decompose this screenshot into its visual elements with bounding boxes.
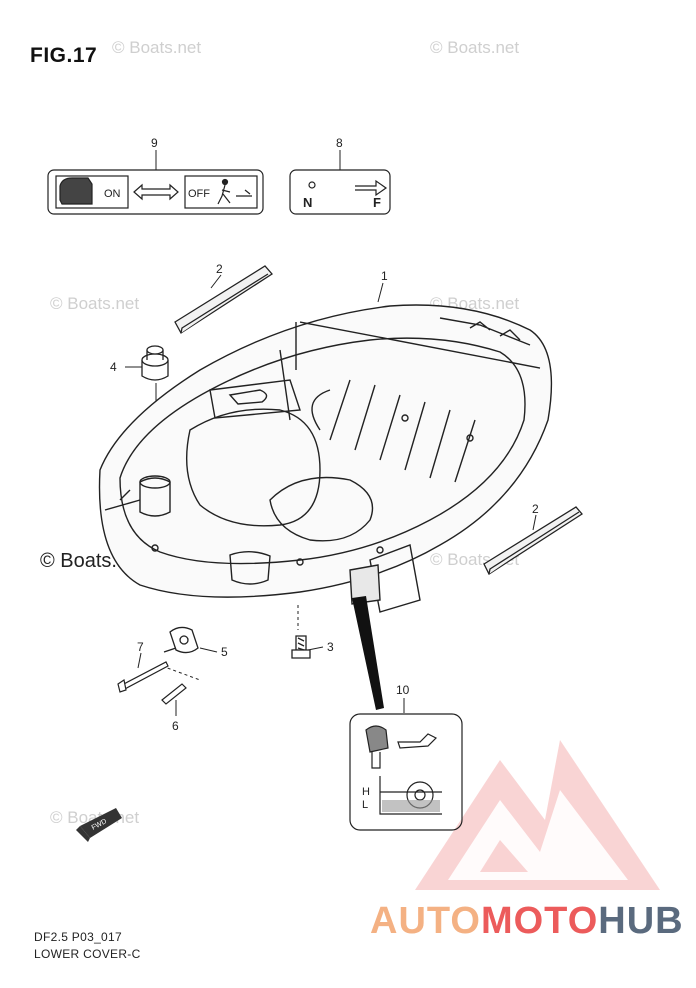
part-2-strip-lower [483, 506, 583, 575]
brand-part-1: AUTO [370, 900, 481, 942]
fwd-arrow-icon [76, 808, 122, 842]
callout-2-upper: 2 [216, 262, 223, 276]
part-7-tie-strap [117, 661, 169, 693]
figure-name: LOWER COVER-C [34, 947, 141, 961]
part-2-strip-upper [174, 265, 273, 334]
label-9-decal [47, 169, 264, 215]
label-10-low-text: L [362, 799, 368, 811]
callout-7: 7 [137, 640, 144, 654]
brand-part-3: HUB [598, 900, 684, 942]
watermark: © Boats.net [112, 38, 202, 57]
label-8-neutral-text: N [303, 195, 312, 210]
label-8-forward-text: F [373, 195, 381, 210]
part-3-bolt [291, 635, 311, 659]
part-1-lower-cover [98, 304, 553, 613]
callout-1: 1 [381, 269, 388, 283]
figure-title: FIG.17 [30, 44, 98, 67]
callout-10: 10 [396, 683, 410, 697]
label-9-off-text: OFF [188, 188, 210, 200]
callout-3: 3 [327, 640, 334, 654]
part-5-clip [163, 626, 199, 654]
brand-part-2: MOTO [480, 900, 599, 942]
part-4-knob [141, 345, 169, 381]
callout-2-lower: 2 [532, 502, 539, 516]
brand-triangle-logo [415, 740, 660, 890]
label-10-pointer [352, 596, 384, 710]
callout-5: 5 [221, 645, 228, 659]
watermark: © Boats.net [430, 38, 520, 57]
callout-8: 8 [336, 136, 343, 150]
callout-6: 6 [172, 719, 179, 733]
callout-4: 4 [110, 360, 117, 374]
label-9-on-text: ON [104, 188, 121, 200]
callout-9: 9 [151, 136, 158, 150]
part-6-pin [161, 683, 187, 705]
label-10-decal [349, 713, 463, 831]
watermark: © Boats.net [50, 294, 140, 313]
brand-logo-text: AUTOMOTOHUB [370, 900, 684, 943]
figure-code: DF2.5 P03_017 [34, 930, 122, 944]
label-10-high-text: H [362, 786, 370, 798]
